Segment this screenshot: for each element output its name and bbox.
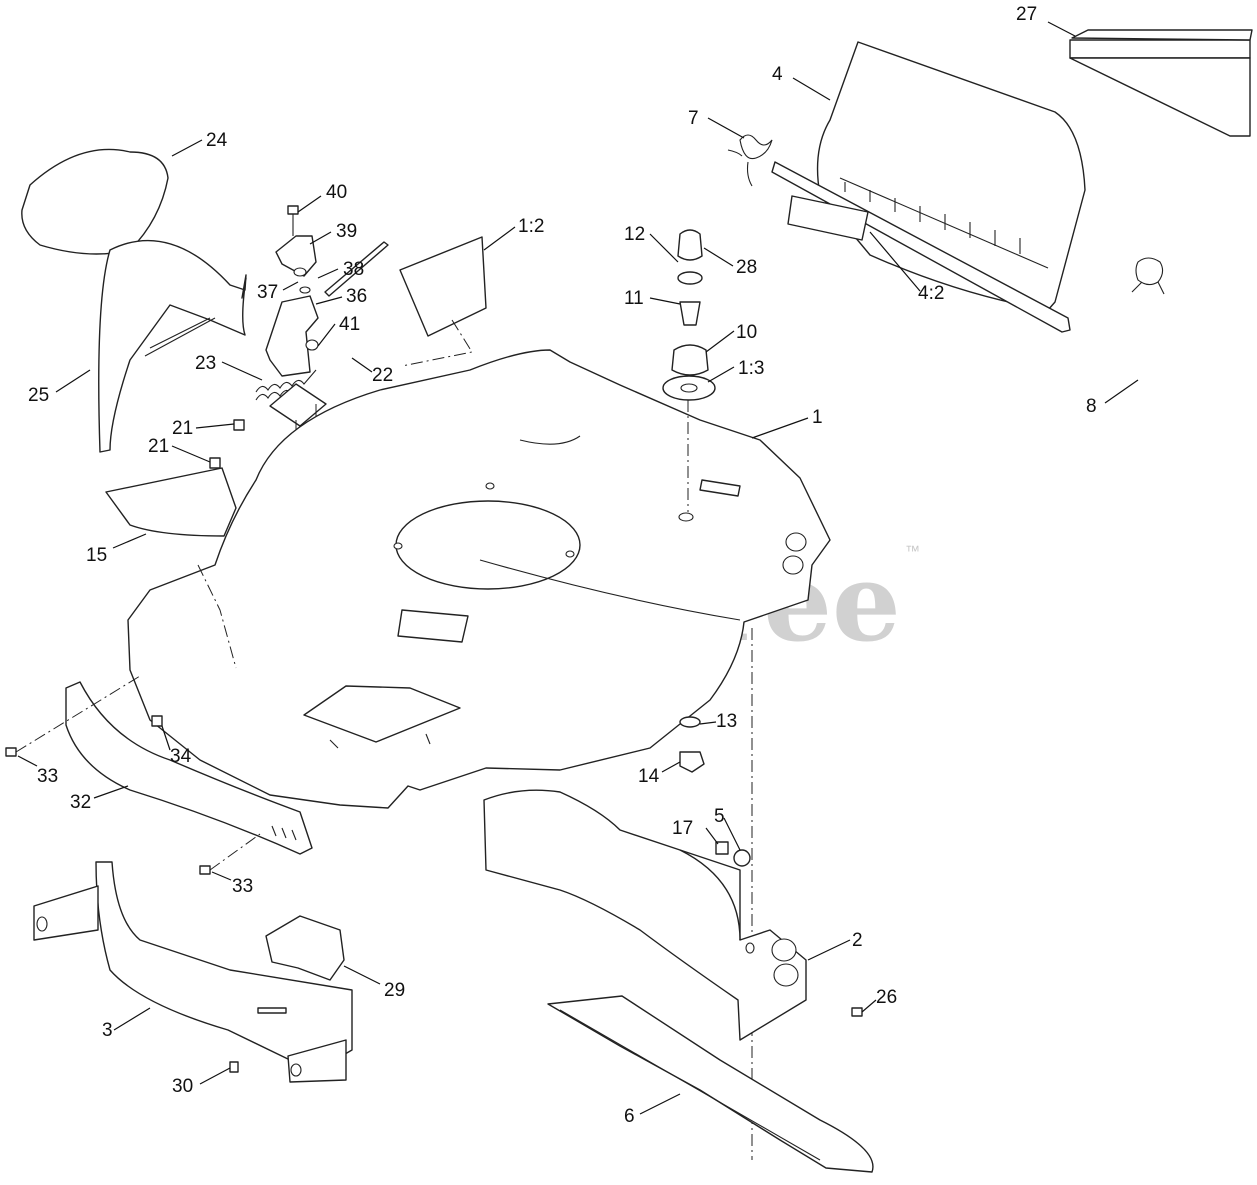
callout-32: 32 [70,792,91,813]
part-34 [151,715,163,727]
part-17 [715,841,729,855]
callout-17: 17 [672,818,693,839]
callout-10: 10 [736,322,757,343]
part-4-2-decal [787,195,869,241]
part-4-rear-flap [771,41,1086,333]
callout-1-2: 1:2 [518,216,544,237]
callout-38: 38 [343,259,364,280]
callout-27: 27 [1016,4,1037,25]
callout-24: 24 [206,130,228,151]
callout-6: 6 [624,1106,635,1127]
callout-33-a: 33 [37,766,58,787]
callout-36: 36 [346,286,367,307]
callout-22: 22 [372,365,393,386]
callout-30: 30 [172,1076,193,1097]
part-2-discharge-chute [483,789,807,1041]
part-1-2-decal [399,236,487,337]
part-24-cover [21,148,169,255]
callout-26: 26 [876,987,897,1008]
callout-4: 4 [772,64,783,85]
callout-21-b: 21 [148,436,169,457]
callout-5: 5 [714,806,725,827]
callout-13: 13 [716,711,737,732]
callout-3: 3 [102,1020,113,1041]
callout-21-a: 21 [172,418,193,439]
callout-11: 11 [624,288,644,309]
part-5 [733,849,751,867]
knob-stack [662,229,716,512]
callout-23: 23 [195,353,216,374]
leader-lines [17,21,1139,1115]
watermark-trademark: ™ [905,543,920,560]
height-adjuster-assembly [255,205,389,442]
part-32-skirt [65,681,313,855]
part-30-screw [229,1061,239,1073]
callout-37: 37 [257,282,278,303]
callout-33-b: 33 [232,876,253,897]
callout-4-2: 4:2 [918,283,944,304]
callout-29: 29 [384,980,405,1001]
part-29 [265,915,345,981]
callout-14: 14 [638,766,660,787]
part-21-bolts [209,419,245,469]
callout-15: 15 [86,545,107,566]
part-13-14-nut [679,628,753,1160]
part-7-spring [727,134,773,187]
part-25-guard [98,239,247,453]
part-1-mower-deck [127,349,831,809]
part-27-rear-bar [1069,29,1253,137]
part-33-screw-a [5,747,17,757]
callout-labels: 27 4 7 24 40 39 38 37 36 41 1:2 12 28 4:… [28,4,1097,1127]
callout-2: 2 [852,930,863,951]
callout-8: 8 [1086,396,1097,417]
callout-28: 28 [736,257,757,278]
callout-7: 7 [688,108,699,129]
callout-40: 40 [326,182,347,203]
part-15-decal [105,467,237,537]
part-6-deflector [547,995,874,1173]
callout-1-3: 1:3 [738,358,764,379]
callout-1: 1 [812,407,823,428]
part-8-spring [1131,257,1165,295]
part-26-screw [851,1007,863,1017]
callout-25: 25 [28,385,49,406]
part-3-bracket [33,861,353,1083]
callout-34: 34 [170,746,192,767]
callout-39: 39 [336,221,357,242]
part-33-screw-b [199,865,211,875]
callout-12: 12 [624,224,645,245]
callout-41: 41 [339,314,360,335]
